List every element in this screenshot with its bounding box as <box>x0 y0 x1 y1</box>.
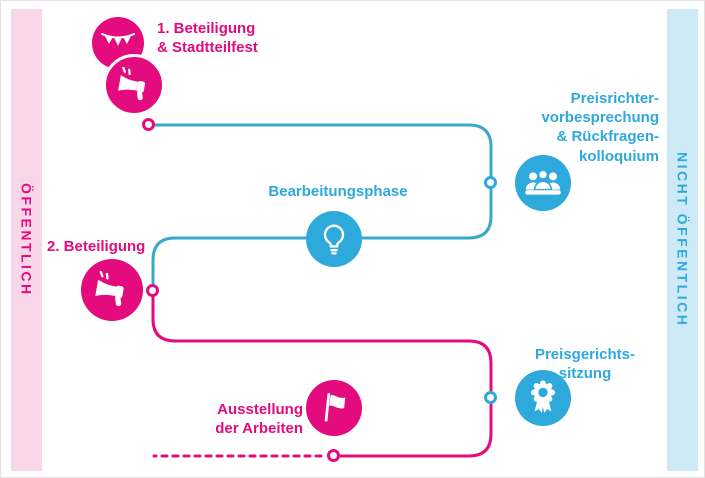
line-step5-to-step6 <box>334 398 493 458</box>
node-preisrichter <box>515 155 571 211</box>
public-phase-label: ÖFFENTLICH <box>18 183 35 297</box>
bunting-icon <box>101 33 135 46</box>
megaphone-icon <box>118 67 146 101</box>
node-ausstellung <box>306 380 362 436</box>
label-bearbeitung: Bearbeitungsphase <box>268 183 408 200</box>
label-beteiligung2: 2. Beteiligung <box>47 238 146 255</box>
line-step1-to-step2 <box>149 123 493 183</box>
audience-icon <box>525 169 561 195</box>
lightbulb-icon <box>323 224 345 255</box>
non-public-phase-bar: NICHT ÖFFENTLICH <box>667 9 698 471</box>
station-beteiligung1 <box>142 118 155 131</box>
label-beteiligung1: 1. Beteiligung & Stadtteilfest <box>157 20 258 57</box>
line-step4-to-step5 <box>151 291 493 398</box>
node-beteiligung1 <box>103 54 165 116</box>
station-preisrichter <box>484 176 497 189</box>
station-beteiligung2 <box>146 284 159 297</box>
station-ausstellung <box>327 449 340 462</box>
label-preisgericht: Preisgerichts- sitzung <box>534 346 636 383</box>
award-icon <box>530 380 556 414</box>
megaphone-icon <box>95 271 124 307</box>
label-ausstellung: Ausstellung der Arbeiten <box>215 401 303 438</box>
node-preisgericht <box>515 370 571 426</box>
node-bearbeitung <box>306 211 362 267</box>
node-beteiligung2 <box>81 259 143 321</box>
public-phase-bar: ÖFFENTLICH <box>11 9 42 471</box>
non-public-phase-label: NICHT ÖFFENTLICH <box>674 152 691 328</box>
flag-icon <box>324 393 346 422</box>
label-preisrichter: Preisrichter- vorbesprechung & Rückfrage… <box>541 90 659 165</box>
station-preisgericht <box>484 391 497 404</box>
